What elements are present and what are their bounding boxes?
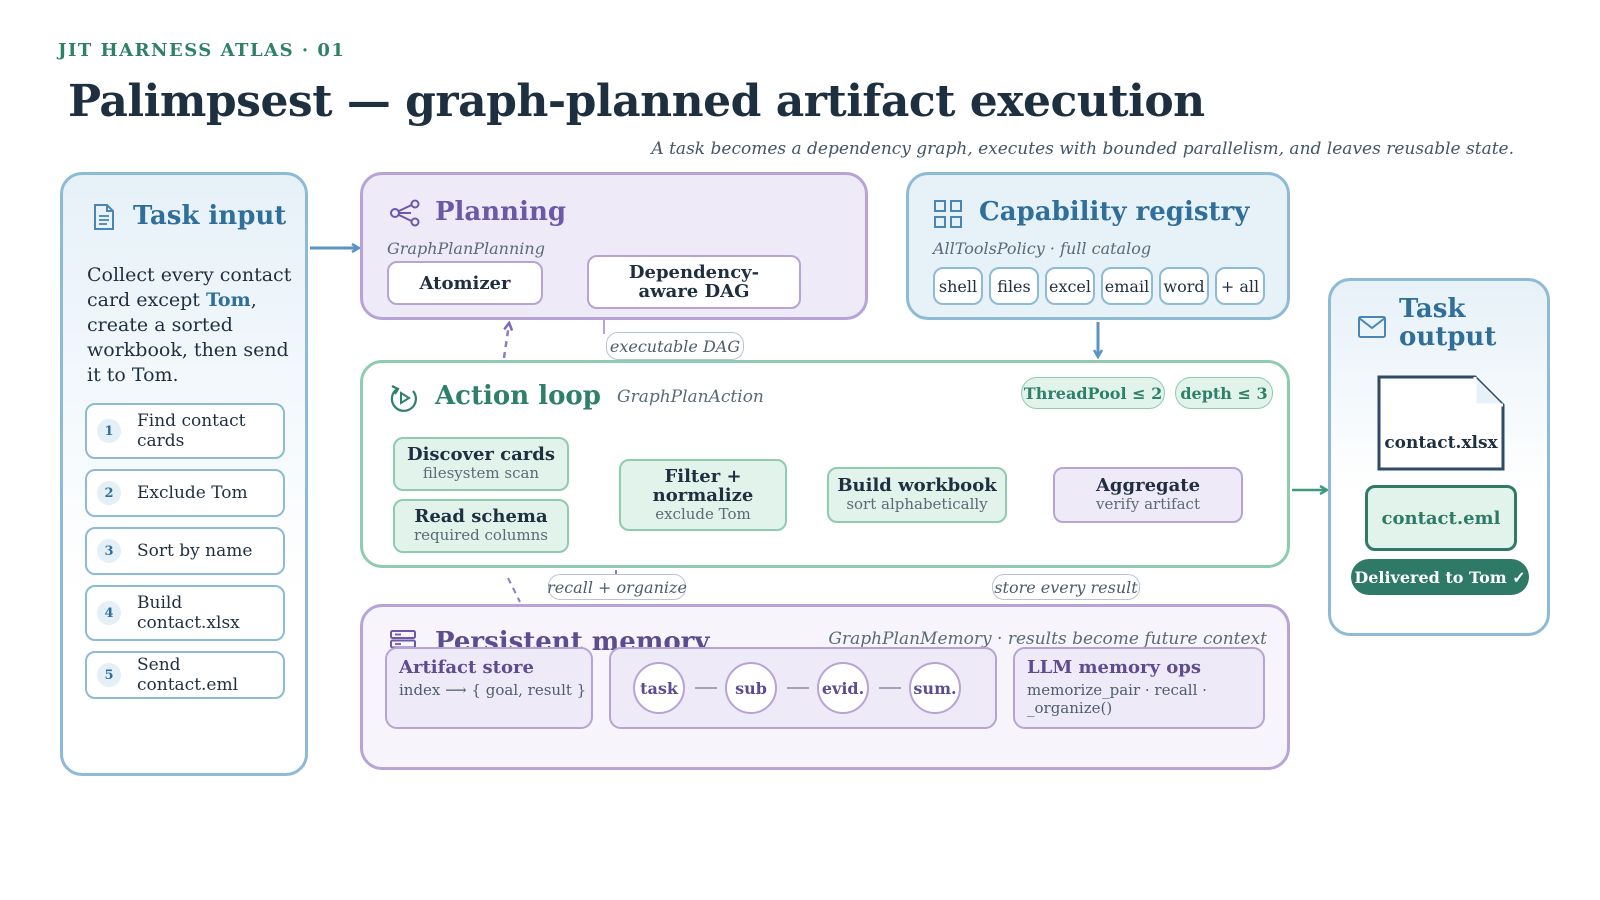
step-5: 5 Send contact.eml <box>85 651 285 699</box>
eml-label: contact.eml <box>1381 507 1501 529</box>
task-desc-highlight: Tom <box>205 289 251 311</box>
chip-email: email <box>1101 267 1153 305</box>
artifact-store-title: Artifact store <box>399 657 534 678</box>
threadpool-badge: ThreadPool ≤ 2 <box>1021 377 1165 409</box>
discover-cards-title: Discover cards <box>406 444 556 465</box>
artifact-store-sub: index ⟶ { goal, result } <box>399 681 587 699</box>
step-label: Exclude Tom <box>137 483 248 503</box>
filter-normalize-sub: exclude Tom <box>655 504 751 523</box>
step-number: 1 <box>97 419 121 443</box>
step-number: 3 <box>97 539 121 563</box>
capability-title: Capability registry <box>979 197 1250 227</box>
step-number: 2 <box>97 481 121 505</box>
envelope-icon <box>1358 316 1386 338</box>
step-label: Build contact.xlsx <box>137 593 240 633</box>
step-label: Find contact cards <box>137 411 246 451</box>
memory-graph-card: task sub evid. sum. <box>609 647 997 729</box>
build-workbook-sub: sort alphabetically <box>846 495 988 513</box>
step-label: Sort by name <box>137 541 253 561</box>
aggregate-sub: verify artifact <box>1096 495 1200 513</box>
read-schema-sub: required columns <box>414 526 548 544</box>
file-icon <box>1377 375 1505 471</box>
build-workbook-title: Build workbook <box>837 475 997 496</box>
task-input-title: Task input <box>133 201 287 231</box>
task-desc-part: Collect every contact card except <box>87 264 292 311</box>
chip-word: word <box>1159 267 1209 305</box>
share-graph-icon <box>390 199 420 227</box>
executable-dag-pill: executable DAG <box>606 332 744 360</box>
chip-files: files <box>989 267 1039 305</box>
task-output-panel: Task output contact.xlsx contact.eml Del… <box>1328 278 1550 636</box>
xlsx-file: contact.xlsx <box>1377 375 1505 471</box>
dag-box: Dependency-aware DAG <box>587 255 801 309</box>
filter-normalize-box: Filter + normalize exclude Tom <box>619 459 787 531</box>
recall-dashed-link <box>507 577 521 603</box>
action-loop-panel: Action loop GraphPlanAction ThreadPool ≤… <box>360 360 1290 568</box>
action-loop-title: Action loop <box>435 381 601 411</box>
capability-subtitle: AllToolsPolicy · full catalog <box>933 239 1152 258</box>
depth-badge: depth ≤ 3 <box>1175 377 1273 409</box>
memory-node-summary: sum. <box>909 662 961 714</box>
memory-subtitle: GraphPlanMemory · results become future … <box>828 629 1267 649</box>
read-schema-box: Read schema required columns <box>393 499 569 553</box>
filter-normalize-title: Filter + normalize <box>652 465 754 506</box>
action-loop-subtitle: GraphPlanAction <box>617 387 764 407</box>
eml-box: contact.eml <box>1365 485 1517 551</box>
step-number: 5 <box>97 663 121 687</box>
arrow-loop-to-planning <box>502 324 509 359</box>
task-description: Collect every contact card except Tom, c… <box>87 263 297 388</box>
planning-panel: Planning GraphPlanPlanning Atomizer Depe… <box>360 172 868 320</box>
persistent-memory-panel: Persistent memory GraphPlanMemory · resu… <box>360 604 1290 770</box>
loop-play-icon <box>390 385 417 412</box>
xlsx-file-label: contact.xlsx <box>1384 433 1498 453</box>
step-1: 1 Find contact cards <box>85 403 285 459</box>
llm-memory-ops-sub: memorize_pair · recall · _organize() <box>1027 681 1207 717</box>
document-icon <box>94 204 114 230</box>
aggregate-box: Aggregate verify artifact <box>1053 467 1243 523</box>
artifact-store-card: Artifact store index ⟶ { goal, result } <box>385 647 593 729</box>
memory-node-sub: sub <box>725 662 777 714</box>
dag-label: Dependency-aware DAG <box>628 262 760 302</box>
llm-memory-ops-card: LLM memory ops memorize_pair · recall · … <box>1013 647 1265 729</box>
step-label: Send contact.eml <box>137 655 239 695</box>
atomizer-label: Atomizer <box>419 272 511 294</box>
build-workbook-box: Build workbook sort alphabetically <box>827 467 1007 523</box>
chip-excel: excel <box>1045 267 1095 305</box>
eyebrow: JIT HARNESS ATLAS · 01 <box>58 40 346 61</box>
chip-all: + all <box>1215 267 1265 305</box>
step-4: 4 Build contact.xlsx <box>85 585 285 641</box>
grid-icon <box>934 200 962 228</box>
planning-title: Planning <box>435 197 567 227</box>
discover-cards-sub: filesystem scan <box>422 464 540 482</box>
memory-node-task: task <box>633 662 685 714</box>
page-title: Palimpsest — graph-planned artifact exec… <box>68 76 1205 127</box>
atomizer-box: Atomizer <box>387 261 543 305</box>
read-schema-title: Read schema <box>414 506 548 527</box>
task-output-title: Task output <box>1399 294 1497 352</box>
step-3: 3 Sort by name <box>85 527 285 575</box>
delivered-badge: Delivered to Tom ✓ <box>1351 559 1529 595</box>
llm-memory-ops-title: LLM memory ops <box>1027 657 1201 678</box>
chip-shell: shell <box>933 267 983 305</box>
aggregate-title: Aggregate <box>1095 475 1201 496</box>
memory-graph-edges <box>695 687 901 689</box>
task-desc-part: , create a sorted workbook, then send it… <box>87 289 289 386</box>
store-result-pill: store every result <box>992 574 1140 600</box>
capability-registry-panel: Capability registry AllToolsPolicy · ful… <box>906 172 1290 320</box>
memory-node-evidence: evid. <box>817 662 869 714</box>
planning-subtitle: GraphPlanPlanning <box>387 239 545 258</box>
page-subtitle: A task becomes a dependency graph, execu… <box>651 139 1514 159</box>
recall-organize-pill: recall + organize <box>547 574 687 600</box>
step-2: 2 Exclude Tom <box>85 469 285 517</box>
task-input-panel: Task input Collect every contact card ex… <box>60 172 308 776</box>
step-number: 4 <box>97 601 121 625</box>
discover-cards-box: Discover cards filesystem scan <box>393 437 569 491</box>
